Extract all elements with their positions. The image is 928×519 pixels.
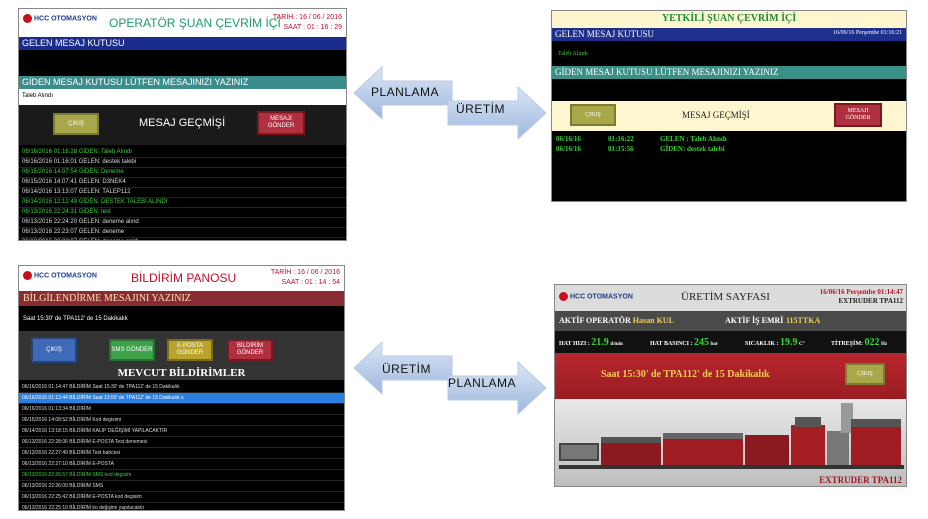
list-item[interactable]: 06/16/16 01:16:22 GELEN : Taleb Alındı [556, 134, 902, 144]
row-time: 01:15:56 [608, 145, 634, 153]
panel-header: HCC OTOMASYON BİLDİRİM PANOSU TARİH : 16… [19, 266, 344, 291]
list-item[interactable]: 06/15/2016 14:07:54 GİDEN: Deneme [19, 168, 346, 178]
list-item[interactable]: 06/13/2016 22:27:49 BİLDİRİM Test bahces… [19, 448, 344, 459]
list-title: MEVCUT BİLDİRİMLER [19, 367, 344, 380]
list-item[interactable]: 06/13/2016 22:22:07 GELEN: deneme geldi [19, 238, 346, 240]
page-title: YETKİLİ ŞUAN ÇEVRİM İÇİ [552, 11, 906, 28]
history-title: MESAJ GEÇMİŞİ [682, 110, 750, 120]
panel-header: HCC OTOMASYON OPERATÖR ŞUAN ÇEVRİM İÇİ T… [19, 9, 346, 37]
metrics-bar: HAT HIZI : 21.9 d/min HAT BASINCI : 245 … [555, 331, 906, 353]
company-logo: HCC OTOMASYON [559, 292, 633, 301]
exit-button[interactable]: ÇIKIŞ [845, 363, 885, 385]
line-speed: HAT HIZI : 21.9 d/min [559, 337, 623, 348]
row-date: 06/16/16 [556, 145, 581, 153]
list-item[interactable]: 06/13/2016 22:25:42 BİLDİRİM E-POSTA kod… [19, 492, 344, 503]
list-item[interactable]: 06/14/2016 13:18:15 BİLDİRİM KALIP DEĞİŞ… [19, 426, 344, 437]
datetime-display: 16/06/16 Perşembe 01:16:21 [833, 30, 902, 36]
list-item[interactable]: 06/13/2016 22:23:07 GELEN: deneme [19, 228, 346, 238]
list-item[interactable]: 06/13/2016 22:26:09 BİLDİRİM SMS [19, 481, 344, 492]
arrow-label-uretim: ÜRETİM [456, 102, 505, 116]
row-message: GİDEN: destek talebi [660, 145, 725, 153]
list-item[interactable]: 06/13/2016 22:24:31 GİDEN: test [19, 208, 346, 218]
incoming-message-box: Taleb Alındı [552, 41, 906, 66]
exit-button[interactable]: ÇIKIŞ [53, 113, 99, 135]
datetime-display: TARİH : 16 / 06 / 2016 SAAT : 01 : 14 : … [270, 269, 340, 286]
send-message-button[interactable]: MESAJI GÖNDER [257, 111, 305, 135]
active-info-bar: AKTİF OPERATÖR Hasan KUL AKTİF İŞ EMRİ 1… [555, 311, 906, 331]
datetime-display: TARİH : 16 / 06 / 2016 SAAT : 01 : 16 : … [272, 14, 342, 31]
send-message-button[interactable]: MESAJI GÖNDER [834, 103, 882, 127]
double-arrow-bottom [353, 340, 547, 416]
send-notification-button[interactable]: BİLDİRİM GÖNDER [227, 339, 273, 361]
list-item[interactable]: 06/13/2016 22:25:10 BİLDİRİM ko değişimi… [19, 503, 344, 510]
panel-header: HCC OTOMASYON ÜRETİM SAYFASI 16/06/16 Pe… [555, 285, 906, 311]
history-title: MESAJ GEÇMİŞİ [139, 117, 226, 129]
arrow-label-planlama: PLANLAMA [448, 376, 517, 390]
list-item[interactable]: 06/15/2016 14:08:52 BİLDİRİM Kod degisim… [19, 415, 344, 426]
outgoing-message-bar: GİDEN MESAJ KUTUSU LÜTFEN MESAJINIZI YAZ… [552, 66, 906, 79]
exit-button[interactable]: ÇIKIŞ [570, 104, 616, 126]
row-time: 01:16:22 [608, 135, 634, 143]
exit-button[interactable]: ÇIKIŞ [31, 337, 77, 363]
extruder-machine-image [559, 403, 904, 469]
arrow-label-uretim: ÜRETİM [382, 362, 431, 376]
outgoing-message-bar: GİDEN MESAJ KUTUSU LÜTFEN MESAJINIZI YAZ… [19, 76, 346, 89]
notification-banner: Saat 15:30' de TPA112' de 15 Dakikalık Ç… [555, 353, 906, 399]
history-toolbar: ÇIKIŞ MESAJ GEÇMİŞİ MESAJI GÖNDER [552, 101, 906, 131]
list-item[interactable]: 06/13/2016 22:28:06 BİLDİRİM E-POSTA Tes… [19, 437, 344, 448]
incoming-message-box [19, 50, 346, 76]
incoming-message-bar: GELEN MESAJ KUTUSU [19, 37, 346, 50]
list-item[interactable]: 06/16/2016 01:13:34 BİLDİRİM [19, 404, 344, 415]
row-date: 06/16/16 [556, 135, 581, 143]
double-arrow-top [353, 65, 547, 141]
write-notification-bar: BİLGİLENDİRME MESAJINI YAZINIZ [19, 291, 344, 306]
notification-toolbar: ÇIKIŞ SMS GÖNDER E-POSTA GÖNDER BİLDİRİM… [19, 331, 344, 367]
history-toolbar: ÇIKIŞ MESAJ GEÇMİŞİ MESAJI GÖNDER [19, 105, 346, 145]
line-pressure: HAT BASINCI : 245 bar [650, 337, 718, 348]
list-item[interactable]: 06/16/2016 01:14:47 BİLDİRİM Saat 15:30'… [19, 382, 344, 393]
notification-input[interactable]: Saat 15:30' de TPA112' de 15 Dakikalık [19, 306, 344, 331]
outgoing-message-input[interactable] [552, 79, 906, 101]
page-title: BİLDİRİM PANOSU [131, 271, 237, 285]
page-title: OPERATÖR ŞUAN ÇEVRİM İÇİ [109, 16, 281, 30]
list-item[interactable]: 06/16/16 01:15:56 GİDEN: destek talebi [556, 144, 902, 154]
list-item[interactable]: 06/13/2016 22:26:57 BİLDİRİM SMS kod deg… [19, 470, 344, 481]
list-item[interactable]: 06/14/2016 12:12:49 GİDEN: DESTEK TALEBİ… [19, 198, 346, 208]
banner-message: Saat 15:30' de TPA112' de 15 Dakikalık [601, 369, 770, 380]
production-page-panel: HCC OTOMASYON ÜRETİM SAYFASI 16/06/16 Pe… [554, 284, 907, 487]
list-item[interactable]: 06/16/2016 01:16:28 GİDEN: Taleb Alındı [19, 148, 346, 158]
list-item[interactable]: 06/16/2016 01:13:44 BİLDİRİM Saat 13:50'… [19, 393, 344, 404]
send-email-button[interactable]: E-POSTA GÖNDER [167, 339, 213, 361]
send-sms-button[interactable]: SMS GÖNDER [109, 339, 155, 361]
list-item[interactable]: 06/13/2016 22:24:20 GELEN: deneme alınd [19, 218, 346, 228]
notification-board-panel: HCC OTOMASYON BİLDİRİM PANOSU TARİH : 16… [18, 265, 345, 511]
list-item[interactable]: 06/13/2016 22:27:10 BİLDİRİM E-POSTA [19, 459, 344, 470]
machine-name-label: EXTRUDER TPA112 [819, 475, 902, 485]
extruder-machine-illustration: EXTRUDER TPA112 [555, 399, 906, 486]
authorized-message-panel: YETKİLİ ŞUAN ÇEVRİM İÇİ GELEN MESAJ KUTU… [551, 10, 907, 202]
incoming-message-bar: GELEN MESAJ KUTUSU 16/06/16 Perşembe 01:… [552, 28, 906, 41]
outgoing-message-input[interactable]: Taleb Alındı [19, 89, 346, 105]
page-title: ÜRETİM SAYFASI [681, 291, 770, 303]
temperature: SICAKLIK : 19.9 C° [745, 337, 805, 348]
list-item[interactable]: 06/16/2016 01:16:01 GELEN: destek talebi [19, 158, 346, 168]
arrow-label-planlama: PLANLAMA [371, 85, 440, 99]
company-logo: HCC OTOMASYON [23, 14, 97, 23]
datetime-display: 16/06/16 Perşembe 01:14:47 EXTRUDER TPA1… [819, 288, 903, 305]
company-logo: HCC OTOMASYON [23, 271, 97, 280]
notification-list[interactable]: 06/16/2016 01:14:47 BİLDİRİM Saat 15:30'… [19, 380, 344, 510]
list-item[interactable]: 06/14/2016 13:13:07 GELEN: TALEP112 [19, 188, 346, 198]
vibration: TİTREŞİM: 022 Hz [831, 337, 888, 348]
list-item[interactable]: 06/15/2016 14:07:41 GELEN: D3NEK4 [19, 178, 346, 188]
row-message: GELEN : Taleb Alındı [660, 135, 727, 143]
operator-message-panel: HCC OTOMASYON OPERATÖR ŞUAN ÇEVRİM İÇİ T… [18, 8, 347, 241]
